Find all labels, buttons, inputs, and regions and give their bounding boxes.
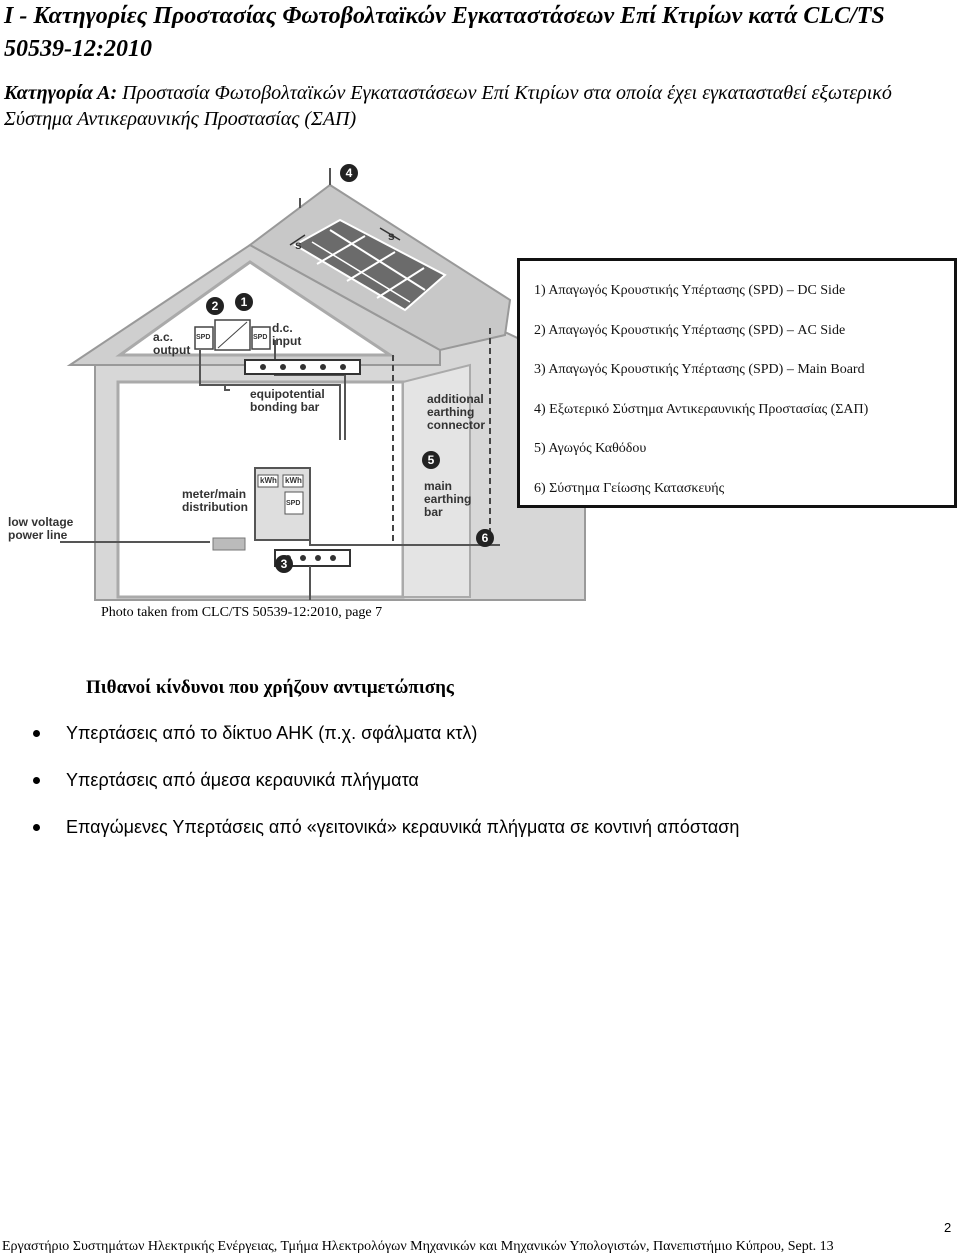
meter-distribution-label: meter/main distribution — [182, 487, 248, 514]
list-item-text: Υπερτάσεις από άμεσα κεραυνικά πλήγματα — [66, 770, 419, 790]
kwh-meter-2-label: kWh — [285, 476, 302, 485]
badge-4: 4 — [340, 164, 358, 182]
low-voltage-line-label: low voltage power line — [8, 515, 74, 542]
list-item: Υπερτάσεις από το δίκτυο ΑΗΚ (π.χ. σφάλμ… — [0, 718, 960, 765]
list-item: Υπερτάσεις από άμεσα κεραυνικά πλήγματα — [0, 765, 960, 812]
badge-5: 5 — [422, 451, 440, 469]
page-title: I - Κατηγορίες Προστασίας Φωτοβολταϊκών … — [4, 3, 885, 62]
dc-input-label: d.c. input — [272, 321, 302, 348]
list-item-text: Επαγώμενες Υπερτάσεις από «γειτονικά» κε… — [66, 817, 740, 837]
legend-item: 4) Εξωτερικό Σύστημα Αντικεραυνικής Προσ… — [534, 401, 869, 417]
main-earthing-bar-label: main earthing bar — [424, 479, 472, 519]
legend-item: 3) Απαγωγός Κρουστικής Υπέρτασης (SPD) –… — [534, 362, 865, 377]
category-subtitle: Κατηγορία Α: Προστασία Φωτοβολταϊκών Εγκ… — [4, 80, 944, 132]
page-number: 2 — [944, 1220, 952, 1235]
equipotential-label: equipotential bonding bar — [250, 387, 325, 414]
legend-item: 5) Αγωγός Καθόδου — [534, 441, 647, 456]
additional-earthing-label: additional earthing connector — [427, 392, 486, 432]
spd-meter-label: SPD — [286, 500, 301, 507]
pv-protection-diagram: a.c. output d.c. input equipotential bon… — [0, 150, 960, 610]
spd-dc-label: SPD — [253, 334, 268, 341]
badge-6: 6 — [476, 529, 494, 547]
house-illustration — [60, 168, 586, 601]
list-item-text: Υπερτάσεις από το δίκτυο ΑΗΚ (π.χ. σφάλμ… — [66, 723, 478, 743]
category-text: Προστασία Φωτοβολταϊκών Εγκαταστάσεων Επ… — [4, 82, 892, 130]
legend-item: 1) Απαγωγός Κρουστικής Υπέρτασης (SPD) –… — [534, 283, 846, 298]
spd-ac-label: SPD — [196, 334, 211, 341]
figure-caption: Photo taken from CLC/TS 50539-12:2010, p… — [101, 605, 383, 620]
list-item: Επαγώμενες Υπερτάσεις από «γειτονικά» κε… — [0, 812, 960, 859]
separation-s-label-1: s — [295, 238, 302, 252]
badge-2: 2 — [206, 297, 224, 315]
ac-output-label: a.c. output — [153, 330, 191, 357]
legend-item: 6) Σύστημα Γείωσης Κατασκευής — [534, 480, 725, 496]
bullet-icon — [33, 777, 40, 784]
section-heading: Πιθανοί κίνδυνοι που χρήζουν αντιμετώπισ… — [86, 677, 454, 698]
risk-list: Υπερτάσεις από το δίκτυο ΑΗΚ (π.χ. σφάλμ… — [0, 718, 960, 859]
bullet-icon — [33, 730, 40, 737]
category-prefix: Κατηγορία Α: — [4, 82, 118, 104]
diagram-legend: 1) Απαγωγός Κρουστικής Υπέρτασης (SPD) –… — [517, 258, 957, 508]
badge-3: 3 — [275, 555, 293, 573]
kwh-meter-1-label: kWh — [260, 476, 277, 485]
page-footer: Εργαστήριο Συστημάτων Ηλεκτρικής Ενέργει… — [2, 1239, 834, 1254]
badge-1: 1 — [235, 293, 253, 311]
legend-item: 2) Απαγωγός Κρουστικής Υπέρτασης (SPD) –… — [534, 322, 846, 338]
separation-s-label-2: s — [388, 229, 395, 243]
bullet-icon — [33, 824, 40, 831]
